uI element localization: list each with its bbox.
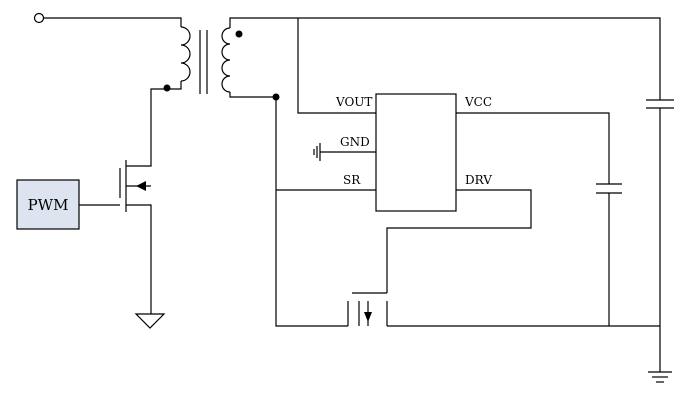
pwm-block: PWM (16, 179, 120, 230)
sr-mosfet (347, 292, 660, 327)
input-terminal (33, 12, 182, 27)
ic-ground-symbol (313, 143, 321, 161)
drv-wire (386, 189, 532, 293)
vcc-capacitor (596, 183, 622, 326)
primary-mosfet (119, 133, 152, 306)
pin-sr-label: SR (343, 173, 361, 187)
pin-vout-label: VOUT (335, 95, 372, 109)
controller-ic: VOUT GND SR VCC DRV (276, 18, 610, 293)
vout-wire (297, 18, 376, 114)
pin-drv-label: DRV (465, 173, 492, 187)
primary-ground (134, 306, 166, 329)
secondary-dot (235, 30, 243, 38)
output-ground-symbol (648, 371, 672, 383)
junction-dot (272, 93, 280, 101)
primary-dot (163, 84, 171, 92)
vcc-wire (456, 112, 610, 184)
pin-vcc-label: VCC (464, 95, 492, 109)
primary-winding (150, 26, 191, 133)
output-capacitor (646, 99, 674, 372)
secondary-winding (221, 17, 661, 327)
transformer-core (199, 30, 208, 94)
ic-body (375, 93, 457, 212)
pwm-label: PWM (28, 196, 69, 214)
pin-gnd-label: GND (340, 135, 370, 149)
